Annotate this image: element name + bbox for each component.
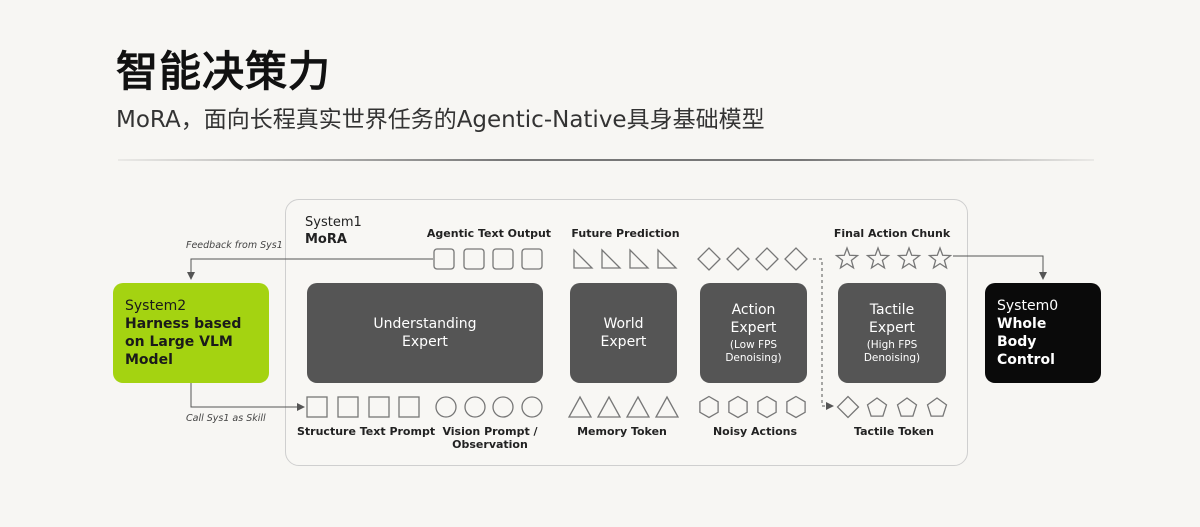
triangle-icon xyxy=(625,395,651,418)
system1-label: System1 MoRA xyxy=(305,214,362,248)
hexagon-icon xyxy=(699,395,719,419)
page-subtitle: MoRA，面向长程真实世界任务的Agentic-Native具身基础模型 xyxy=(116,107,765,133)
triangle-icon xyxy=(567,395,593,418)
system2-name: System2 xyxy=(125,298,187,314)
call-skill-arrow xyxy=(190,383,305,411)
triangle-icon xyxy=(654,395,680,418)
right-triangle-icon xyxy=(629,248,650,269)
action-expert: Action Expert (Low FPS Denoising) xyxy=(700,283,807,383)
agentic-text-output-label: Agentic Text Output xyxy=(426,227,552,240)
right-triangle-icon xyxy=(601,248,622,269)
system0-name: System0 xyxy=(997,298,1059,314)
star-icon xyxy=(865,246,891,270)
square-icon xyxy=(521,248,543,270)
hexagon-icon xyxy=(728,395,748,419)
to-system0-arrow xyxy=(953,255,1047,280)
square-icon xyxy=(368,396,390,418)
diamond-icon xyxy=(784,247,808,271)
divider xyxy=(118,159,1094,161)
square-icon xyxy=(398,396,420,418)
system0-box: System0 Whole Body Control xyxy=(985,283,1101,383)
action-expert-sub: (Low FPS Denoising) xyxy=(725,339,782,364)
diamond-icon xyxy=(755,247,779,271)
square-icon xyxy=(463,248,485,270)
world-expert: World Expert xyxy=(570,283,677,383)
system1-name: System1 xyxy=(305,215,362,230)
future-prediction-label: Future Prediction xyxy=(571,227,680,240)
tactile-expert-sub: (High FPS Denoising) xyxy=(863,339,921,364)
hexagon-icon xyxy=(757,395,777,419)
noisy-actions-label: Noisy Actions xyxy=(712,425,798,438)
circle-icon xyxy=(435,396,457,418)
system0-desc: Whole Body Control xyxy=(997,316,1055,368)
pentagon-icon xyxy=(926,397,948,417)
system2-desc: Harness based on Large VLM Model xyxy=(125,316,242,368)
action-expert-name: Action Expert xyxy=(730,302,777,336)
right-triangle-icon xyxy=(657,248,678,269)
star-icon xyxy=(896,246,922,270)
system2-box: System2 Harness based on Large VLM Model xyxy=(113,283,269,383)
page-title: 智能决策力 xyxy=(116,47,332,96)
understanding-expert: Understanding Expert xyxy=(307,283,543,383)
square-icon xyxy=(433,248,455,270)
action-to-tactile-arrow xyxy=(813,258,834,410)
diamond-icon xyxy=(697,247,721,271)
structure-text-prompt-label: Structure Text Prompt xyxy=(297,425,436,438)
circle-icon xyxy=(521,396,543,418)
pentagon-icon xyxy=(896,397,918,417)
star-icon xyxy=(834,246,860,270)
triangle-icon xyxy=(596,395,622,418)
square-icon xyxy=(306,396,328,418)
pentagon-icon xyxy=(866,397,888,417)
star-icon xyxy=(927,246,953,270)
circle-icon xyxy=(492,396,514,418)
final-action-chunk-label: Final Action Chunk xyxy=(833,227,951,240)
understanding-expert-name: Understanding Expert xyxy=(373,316,477,350)
feedback-arrow xyxy=(187,258,433,280)
world-expert-name: World Expert xyxy=(600,316,647,350)
feedback-label: Feedback from Sys1 xyxy=(186,240,283,251)
right-triangle-icon xyxy=(573,248,594,269)
call-skill-label: Call Sys1 as Skill xyxy=(186,413,266,424)
system1-model: MoRA xyxy=(305,232,347,247)
circle-icon xyxy=(464,396,486,418)
hexagon-icon xyxy=(786,395,806,419)
tactile-expert-name: Tactile Expert xyxy=(869,302,915,336)
vision-prompt-label: Vision Prompt / Observation xyxy=(442,425,538,451)
tactile-token-label: Tactile Token xyxy=(853,425,935,438)
diamond-icon xyxy=(726,247,750,271)
memory-token-label: Memory Token xyxy=(577,425,667,438)
square-icon xyxy=(492,248,514,270)
diamond-icon xyxy=(836,395,860,419)
square-icon xyxy=(337,396,359,418)
tactile-expert: Tactile Expert (High FPS Denoising) xyxy=(838,283,946,383)
